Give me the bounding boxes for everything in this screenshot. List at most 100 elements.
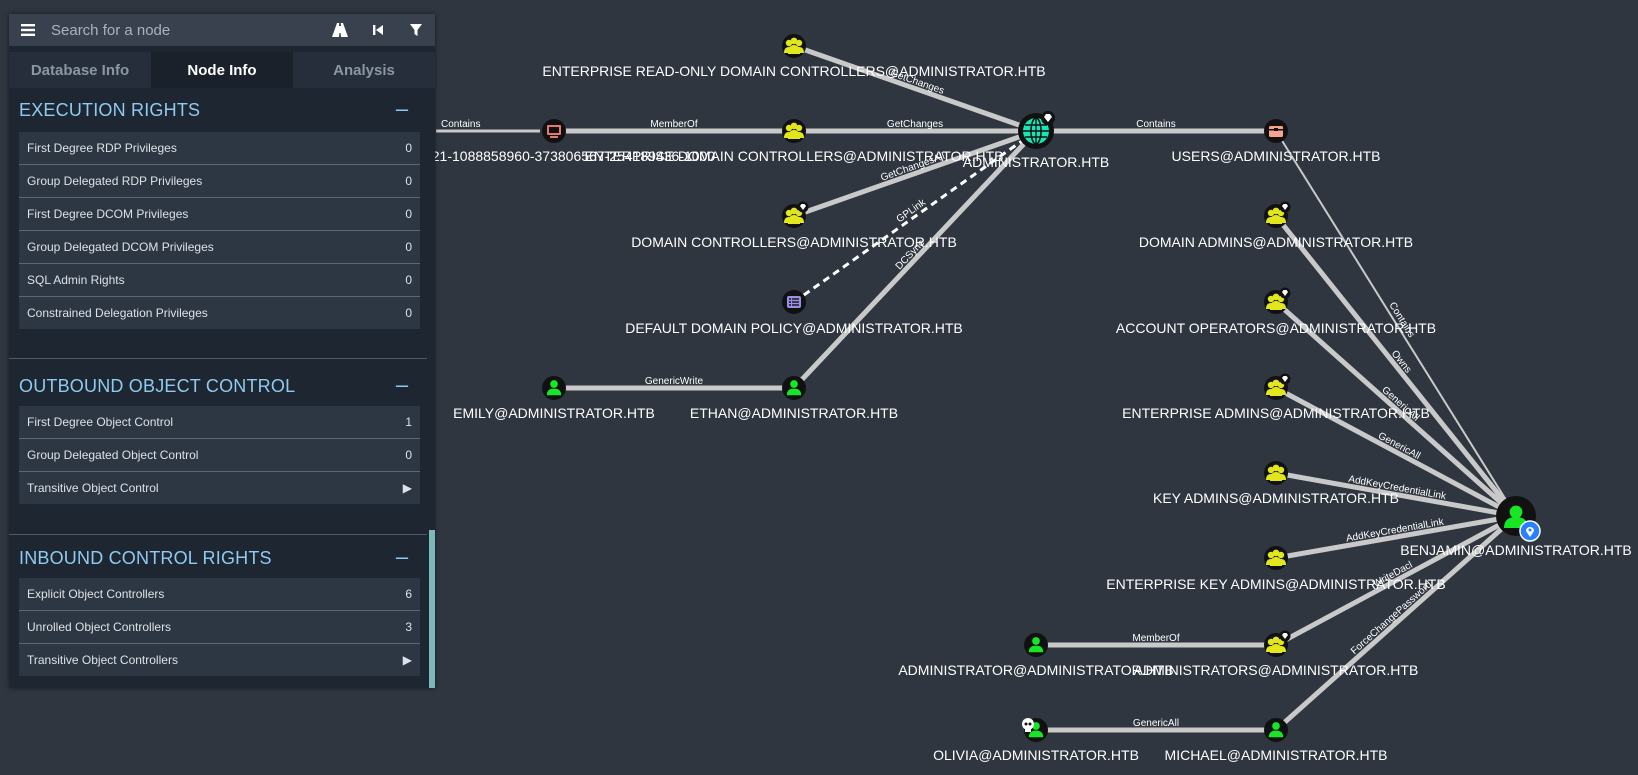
list-item[interactable]: Transitive Object Control▶ [19, 472, 420, 504]
graph-node-group[interactable] [782, 119, 806, 143]
graph-edge[interactable] [1275, 513, 1517, 561]
panel-tabs: Database Info Node Info Analysis [9, 52, 435, 88]
graph-node-user[interactable] [542, 376, 566, 400]
high-value-gem-icon [1279, 630, 1291, 642]
graph-edge[interactable] [1274, 214, 1518, 518]
graph-node-group[interactable] [1264, 546, 1288, 570]
search-input[interactable] [47, 16, 321, 44]
node-label: DOMAIN ADMINS@ADMINISTRATOR.HTB [1139, 234, 1413, 250]
graph-node-group[interactable] [1264, 287, 1291, 315]
graph-edge[interactable] [1274, 300, 1518, 518]
node-label: S-1-5-21-1088858960-373806567-254189436-… [393, 148, 715, 164]
node-label: DEFAULT DOMAIN POLICY@ADMINISTRATOR.HTB [625, 320, 963, 336]
node-label: EMILY@ADMINISTRATOR.HTB [453, 405, 655, 421]
section-outbound-object-control[interactable]: OUTBOUND OBJECT CONTROL – [19, 372, 419, 402]
tab-database-info[interactable]: Database Info [30, 61, 130, 79]
graph-edge[interactable] [1274, 513, 1518, 648]
edge-label: MemberOf [650, 119, 697, 130]
section-divider [9, 358, 427, 359]
graph-edge[interactable] [1275, 470, 1517, 519]
graph-node-user[interactable] [1496, 496, 1541, 542]
graph-edge[interactable] [1274, 385, 1518, 519]
graph-node-group[interactable] [782, 201, 809, 229]
menu-icon[interactable] [9, 14, 47, 46]
edge-label: GenericWrite [645, 376, 704, 387]
node-label: DOMAIN CONTROLLERS@ADMINISTRATOR.HTB [631, 234, 957, 250]
graph-node-group[interactable] [1264, 373, 1291, 401]
edge-label: Contains [1136, 119, 1175, 130]
search-bar [9, 14, 435, 46]
list-item[interactable]: Transitive Object Controllers▶ [19, 644, 420, 676]
node-label: ENTERPRISE ADMINS@ADMINISTRATOR.HTB [1122, 405, 1430, 421]
scrollbar-thumb[interactable] [429, 530, 435, 688]
graph-node-group[interactable] [1264, 201, 1291, 229]
node-label: MICHAEL@ADMINISTRATOR.HTB [1165, 747, 1388, 763]
graph-node-group[interactable] [782, 34, 806, 58]
graph-node-computer[interactable] [542, 119, 566, 143]
node-label: BENJAMIN@ADMINISTRATOR.HTB [1400, 542, 1632, 558]
collapse-icon[interactable]: – [395, 96, 409, 121]
pathfinding-road-icon[interactable] [321, 14, 359, 46]
graph-node-user[interactable] [1022, 718, 1048, 742]
collapse-icon[interactable]: – [395, 372, 409, 397]
node-label: USERS@ADMINISTRATOR.HTB [1172, 148, 1381, 164]
node-label: ENTERPRISE DOMAIN CONTROLLERS@ADMINISTRA… [585, 148, 1004, 164]
section-execution-rights[interactable]: EXECUTION RIGHTS – [19, 96, 419, 126]
graph-node-user[interactable] [782, 376, 806, 400]
skull-icon [1022, 718, 1034, 732]
graph-node-domain[interactable] [1018, 111, 1055, 149]
edge-label: Contains [441, 119, 480, 130]
node-labels-layer: ENTERPRISE READ-ONLY DOMAIN CONTROLLERS@… [393, 63, 1632, 763]
graph-node-container[interactable] [1264, 119, 1288, 143]
graph-edge[interactable] [792, 129, 1038, 390]
section-inbound-control-rights[interactable]: INBOUND CONTROL RIGHTS – [19, 544, 419, 574]
graph-edge[interactable] [793, 128, 1037, 219]
edge-label: MemberOf [1132, 633, 1179, 644]
graph-edge[interactable] [1274, 514, 1518, 732]
scrollbar-track[interactable] [429, 88, 435, 688]
node-background [1264, 718, 1288, 742]
section-title: INBOUND CONTROL RIGHTS [19, 548, 272, 568]
nodes-layer [542, 34, 1541, 742]
high-value-gem-icon [1041, 111, 1055, 125]
graph-node-group[interactable] [1264, 630, 1291, 658]
panel-scroll-area[interactable]: EXECUTION RIGHTS – First Degree RDP Priv… [9, 88, 435, 688]
graph-node-gpo[interactable] [782, 290, 806, 314]
high-value-gem-icon [1279, 201, 1291, 213]
node-background [542, 376, 566, 400]
node-label: ADMINISTRATOR@ADMINISTRATOR.HTB [898, 662, 1173, 678]
node-label: ACCOUNT OPERATORS@ADMINISTRATOR.HTB [1116, 320, 1436, 336]
graph-edge[interactable] [793, 43, 1037, 134]
graph-node-group[interactable] [1264, 461, 1288, 485]
edge-label: GetChanges [887, 119, 943, 130]
tab-node-info[interactable]: Node Info [151, 52, 293, 88]
edges-layer [436, 43, 1518, 733]
tab-analysis[interactable]: Analysis [333, 61, 395, 79]
expand-arrow-icon[interactable]: ▶ [402, 481, 412, 495]
filter-icon[interactable] [397, 14, 435, 46]
section-title: OUTBOUND OBJECT CONTROL [19, 376, 296, 396]
graph-edge[interactable] [793, 129, 1037, 304]
back-step-icon[interactable] [359, 14, 397, 46]
graph-edge[interactable] [1275, 130, 1517, 517]
expand-arrow-icon[interactable]: ▶ [402, 653, 412, 667]
graph-node-user[interactable] [1024, 633, 1048, 657]
node-label: ETHAN@ADMINISTRATOR.HTB [690, 405, 898, 421]
high-value-gem-icon [1279, 373, 1291, 385]
edge-label: GenericAll [1133, 718, 1179, 729]
collapse-icon[interactable]: – [395, 544, 409, 569]
graph-node-user[interactable] [1264, 718, 1288, 742]
